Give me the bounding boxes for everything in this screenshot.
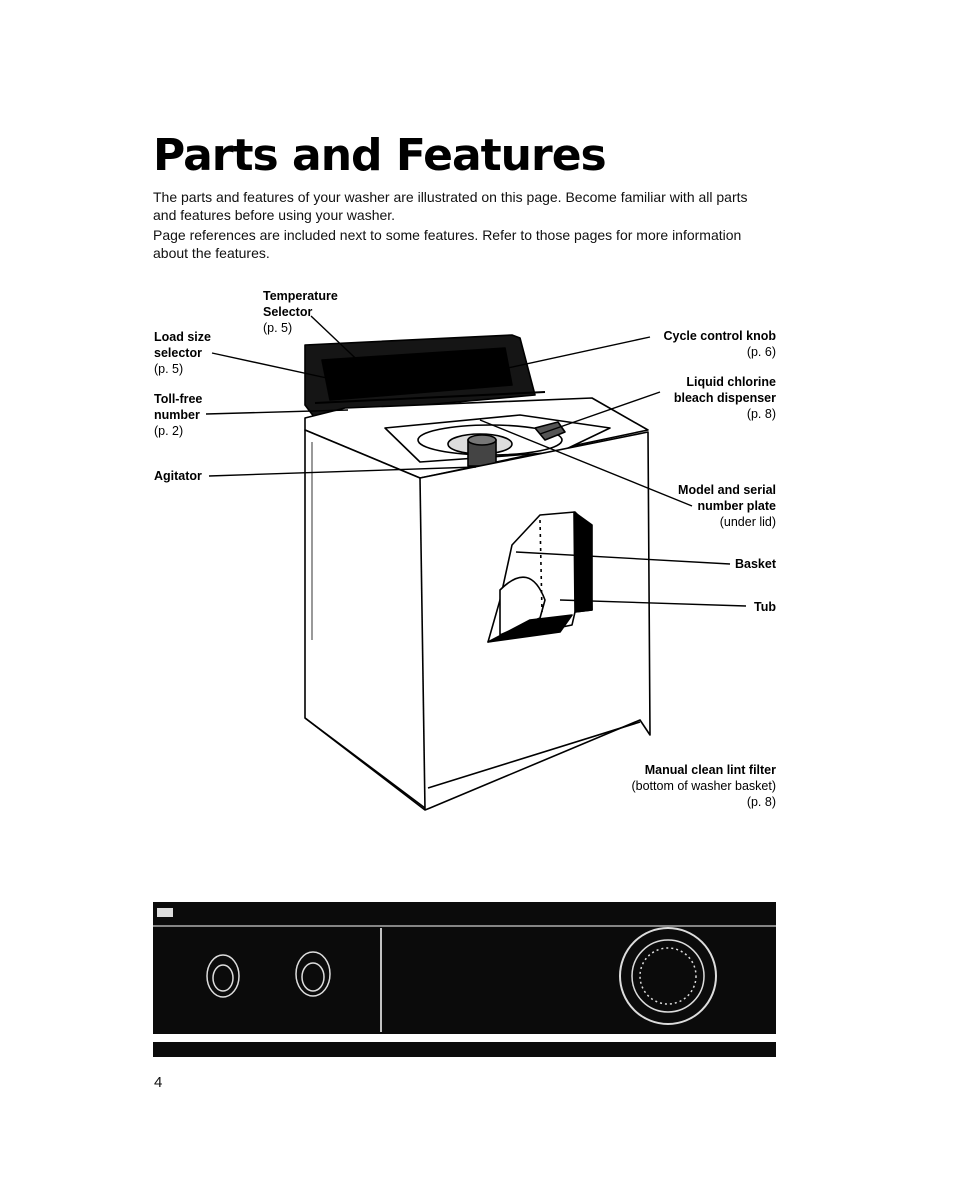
- label-ref: (p. 2): [154, 424, 184, 438]
- label-tub: Tub: [754, 599, 776, 615]
- label-manual-clean-lint-filter: Manual clean lint filter (bottom of wash…: [631, 762, 776, 810]
- label-toll-free-number: Toll-free number (p. 2): [154, 391, 202, 439]
- label-note: (bottom of washer basket): [631, 779, 776, 793]
- label-basket: Basket: [735, 556, 776, 572]
- label-ref: (p. 8): [746, 795, 776, 809]
- label-name: number plate: [697, 499, 777, 513]
- label-ref: (p. 5): [154, 362, 184, 376]
- label-temperature-selector: Temperature Selector (p. 5): [263, 288, 338, 336]
- label-load-size-selector: Load size selector (p. 5): [154, 329, 211, 377]
- label-name: Agitator: [154, 469, 202, 483]
- label-name: Tub: [754, 600, 776, 614]
- load-size-knob-icon: [206, 954, 240, 998]
- label-name: number: [154, 408, 200, 422]
- label-name: Temperature: [263, 289, 338, 303]
- cycle-control-knob-icon: [619, 927, 717, 1025]
- label-ref: (p. 6): [746, 345, 776, 359]
- label-name: Model and serial: [678, 483, 776, 497]
- label-name: bleach dispenser: [673, 391, 776, 405]
- intro-paragraph-2: Page references are included next to som…: [153, 227, 742, 261]
- panel-base-strip: [153, 1042, 776, 1057]
- brand-logo-icon: [157, 908, 173, 917]
- label-note: (under lid): [719, 515, 776, 529]
- label-ref: (p. 5): [263, 321, 293, 335]
- label-name: Basket: [735, 557, 776, 571]
- label-cycle-control-knob: Cycle control knob (p. 6): [663, 328, 776, 360]
- control-panel-illustration: [153, 902, 776, 1034]
- page-title: Parts and Features: [153, 130, 607, 181]
- washer-cabinet: [304, 429, 651, 811]
- label-liquid-chlorine-bleach-dispenser: Liquid chlorine bleach dispenser (p. 8): [674, 374, 776, 422]
- agitator-shape: [467, 434, 497, 467]
- label-name: Toll-free: [154, 392, 203, 406]
- control-panel-drawing: [153, 908, 776, 1032]
- label-name: Cycle control knob: [663, 329, 776, 343]
- label-agitator: Agitator: [154, 468, 202, 484]
- label-ref: (p. 8): [746, 407, 776, 421]
- label-model-serial-plate: Model and serial number plate (under lid…: [678, 482, 776, 530]
- cutaway-basket-tub: [487, 511, 593, 643]
- page-number: 4: [154, 1074, 163, 1091]
- intro-paragraph-1: The parts and features of your washer ar…: [153, 189, 748, 223]
- label-name: selector: [154, 346, 202, 360]
- label-name: Selector: [263, 305, 313, 319]
- label-name: Load size: [154, 330, 211, 344]
- label-name: Liquid chlorine: [686, 375, 776, 389]
- temperature-knob-icon: [295, 951, 331, 997]
- label-name: Manual clean lint filter: [644, 763, 776, 777]
